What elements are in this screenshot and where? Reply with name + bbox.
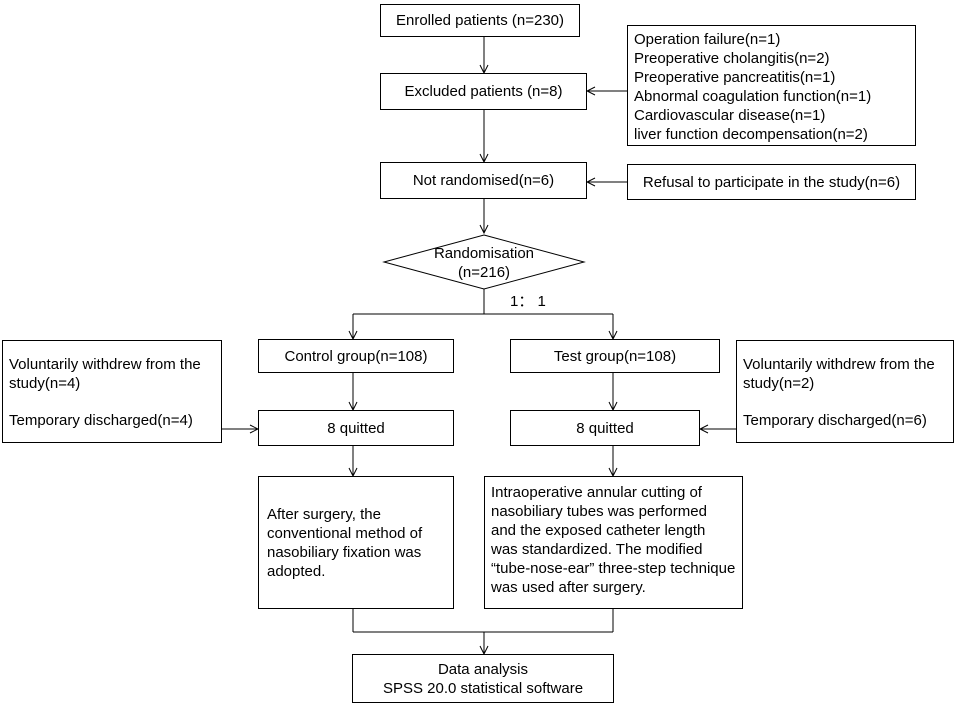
exclusion-reason: Operation failure(n=1)	[634, 31, 781, 48]
enrolled-label: Enrolled patients (n=230)	[395, 12, 565, 29]
test-quitted-box: 8 quitted	[510, 410, 700, 446]
test-discharge-reason: Temporary discharged(n=6)	[743, 412, 927, 429]
exclusion-reason: liver function decompensation(n=2)	[634, 126, 868, 143]
control-method-box: After surgery, the conventional method o…	[258, 476, 454, 609]
exclusion-reason: Preoperative cholangitis(n=2)	[634, 50, 830, 67]
data-analysis-box: Data analysis SPSS 20.0 statistical soft…	[352, 654, 614, 703]
test-method-box: Intraoperative annular cutting of nasobi…	[484, 476, 743, 609]
exclusion-reason: Preoperative pancreatitis(n=1)	[634, 69, 836, 86]
randomisation-count: (n=216)	[457, 264, 511, 281]
test-method-text: Intraoperative annular cutting of nasobi…	[491, 484, 736, 596]
control-discharge-reason: Temporary discharged(n=4)	[9, 412, 193, 429]
control-group-box: Control group(n=108)	[258, 339, 454, 373]
randomisation-diamond	[382, 234, 586, 290]
excluded-label: Excluded patients (n=8)	[404, 83, 563, 100]
enrolled-box: Enrolled patients (n=230)	[380, 4, 580, 37]
test-quitted-label: 8 quitted	[576, 419, 634, 437]
control-group-label: Control group(n=108)	[284, 347, 428, 365]
test-withdraw-reason: Voluntarily withdrew from the study(n=2)	[743, 356, 935, 392]
data-analysis-software: SPSS 20.0 statistical software	[382, 679, 584, 697]
exclusion-reasons-box: Operation failure(n=1) Preoperative chol…	[627, 25, 916, 146]
control-quitted-label: 8 quitted	[327, 419, 385, 437]
exclusion-reason: Cardiovascular disease(n=1)	[634, 107, 826, 124]
not-randomised-box: Not randomised(n=6)	[380, 162, 587, 199]
refusal-label: Refusal to participate in the study(n=6)	[642, 173, 901, 191]
not-randomised-label: Not randomised(n=6)	[412, 172, 555, 189]
control-withdraw-box: Voluntarily withdrew from the study(n=4)…	[2, 340, 222, 443]
test-withdraw-box: Voluntarily withdrew from the study(n=2)…	[736, 340, 954, 443]
data-analysis-title: Data analysis	[437, 660, 529, 678]
control-method-text: After surgery, the conventional method o…	[267, 506, 423, 580]
exclusion-reason: Abnormal coagulation function(n=1)	[634, 88, 872, 105]
refusal-box: Refusal to participate in the study(n=6)	[627, 164, 916, 200]
allocation-ratio: 1： 1	[510, 293, 546, 310]
control-quitted-box: 8 quitted	[258, 410, 454, 446]
test-group-box: Test group(n=108)	[510, 339, 720, 373]
test-group-label: Test group(n=108)	[553, 347, 677, 365]
randomisation-title: Randomisation	[433, 245, 535, 262]
control-withdraw-reason: Voluntarily withdrew from the study(n=4)	[9, 356, 201, 392]
excluded-box: Excluded patients (n=8)	[380, 73, 587, 110]
randomisation-label: Randomisation (n=216)	[404, 244, 564, 282]
